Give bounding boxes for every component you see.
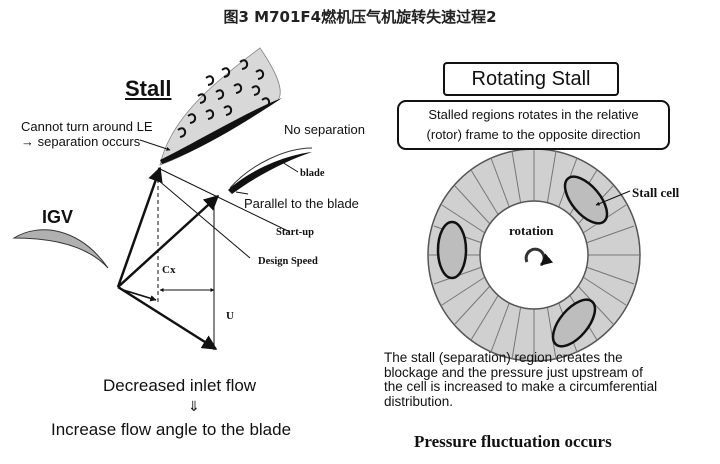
u-vector	[117, 285, 218, 351]
no-separation-label: No separation	[284, 122, 365, 137]
desc-line1: Stalled regions rotates in the relative	[428, 107, 639, 122]
velocity-triangle	[116, 139, 299, 351]
arrow-down-icon: ⇓	[188, 398, 200, 414]
decreased-flow-text: Decreased inlet flow	[103, 376, 257, 395]
stall-heading: Stall	[125, 76, 172, 101]
stall-cell-left	[436, 220, 468, 280]
u-label: U	[226, 310, 234, 322]
stall-cell-label: Stall cell	[632, 185, 680, 200]
rotating-stall-title: Rotating Stall	[443, 62, 619, 96]
stall-cell-bottom-right	[551, 298, 597, 348]
blade-label: blade	[300, 168, 325, 179]
cannot-turn-pointer	[139, 139, 171, 151]
normal-blade-outline	[229, 147, 313, 189]
rotating-stall-description: Stalled regions rotates in the relative …	[397, 100, 670, 150]
figure-title: 图3 M701F4燃机压气机旋转失速过程2	[223, 8, 497, 26]
increase-angle-text: Increase flow angle to the blade	[51, 420, 292, 439]
pressure-fluctuation-label: Pressure fluctuation occurs	[414, 432, 612, 451]
startup-label: Start-up	[276, 227, 314, 238]
parallel-pointer	[235, 191, 249, 195]
desc-line2: (rotor) frame to the opposite direction	[426, 127, 641, 142]
cx-label: Cx	[162, 264, 176, 276]
igv-blade	[12, 229, 109, 269]
explanation-line4: distribution.	[384, 393, 454, 409]
blade-pointer	[281, 161, 299, 173]
design-speed-label: Design Speed	[258, 256, 318, 267]
stalled-blade	[160, 98, 282, 164]
stall-explanation: The stall (separation) region creates th…	[384, 350, 684, 409]
parallel-label: Parallel to the blade	[244, 196, 359, 211]
rotation-arrow-icon	[524, 247, 554, 267]
stall-cell-top-right	[563, 175, 609, 225]
startup-line	[157, 167, 291, 233]
flow-vector-stall	[116, 166, 163, 288]
igv-label: IGV	[42, 207, 74, 227]
rotation-label: rotation	[509, 223, 554, 238]
cx-arrow	[119, 288, 157, 302]
stall-cell-pointer	[595, 190, 631, 206]
explanation-line2: blockage and the pressure just upstream …	[384, 364, 643, 380]
explanation-line3: the cell is increased to make a circumfe…	[384, 379, 658, 394]
normal-blade	[228, 152, 312, 194]
rotor-wheel	[427, 148, 641, 362]
separation-swirls	[177, 59, 271, 138]
design-speed-line	[157, 179, 251, 259]
cannot-turn-line2: → separation occurs	[21, 134, 141, 149]
flow-vector-startup	[117, 194, 220, 288]
cannot-turn-line1: Cannot turn around LE	[21, 119, 153, 134]
explanation-line1: The stall (separation) region creates th…	[384, 350, 623, 365]
